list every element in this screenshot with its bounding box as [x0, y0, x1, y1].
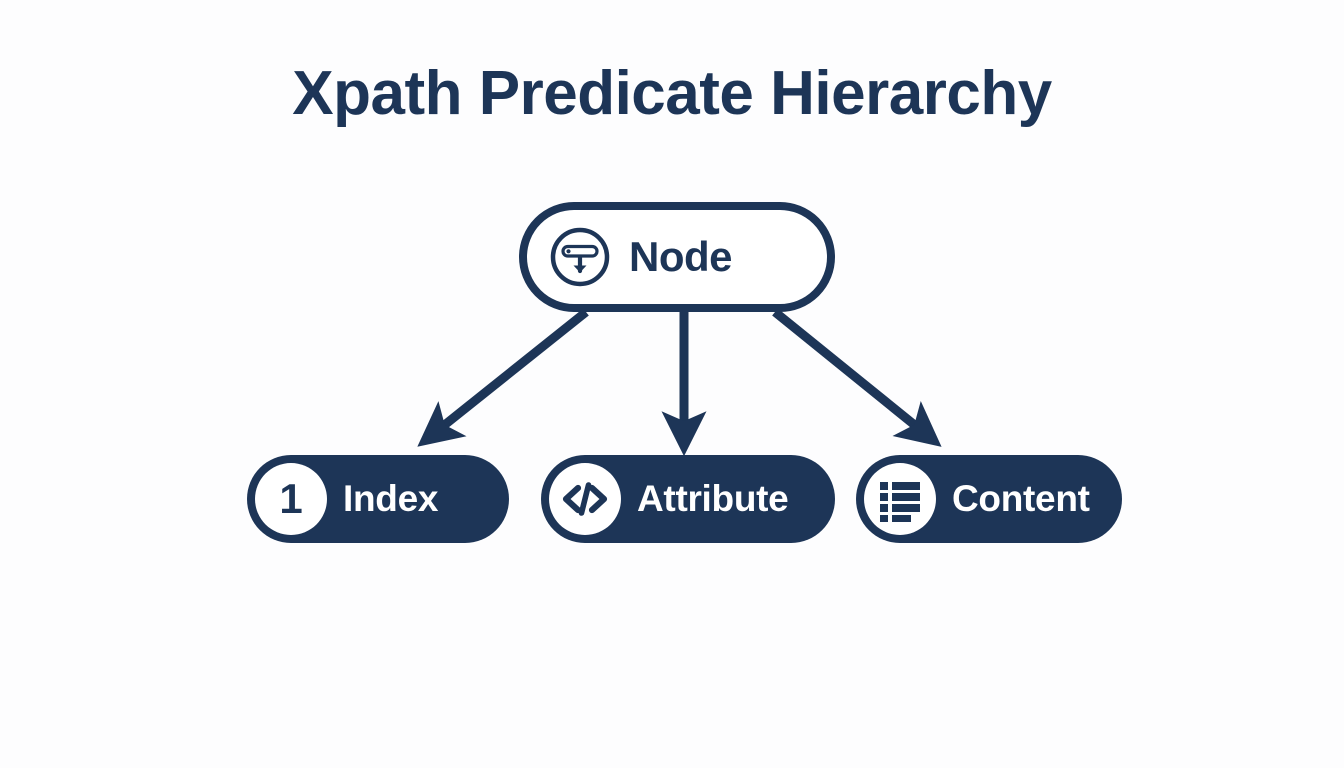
index-badge-number: 1 [279, 475, 303, 522]
child-pill-content[interactable]: Content [856, 455, 1122, 543]
node-root-label: Node [629, 233, 733, 280]
child-pill-index[interactable]: 1 Index [247, 455, 509, 543]
page-title: Xpath Predicate Hierarchy [292, 59, 1052, 128]
child-label-index: Index [343, 478, 439, 519]
arrow-node-to-content [772, 308, 942, 447]
code-brackets-icon [549, 463, 621, 535]
node-root-pill[interactable]: Node [519, 202, 835, 312]
list-lines-icon [864, 463, 936, 535]
child-pill-attribute[interactable]: Attribute [541, 455, 835, 543]
node-download-icon [549, 226, 611, 288]
arrow-node-to-index [417, 308, 589, 447]
child-label-content: Content [952, 478, 1090, 519]
number-one-badge-icon: 1 [255, 463, 327, 535]
child-label-attribute: Attribute [637, 478, 789, 519]
